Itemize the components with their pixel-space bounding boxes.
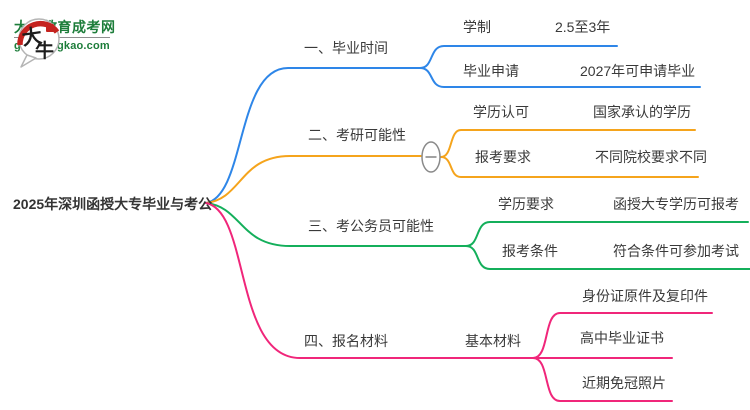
branch3-child2-key: 报考条件 (502, 243, 558, 259)
branch2-label: 二、考研可能性 (308, 127, 406, 143)
branch4-lines (205, 202, 713, 402)
branch4-item1: 身份证原件及复印件 (582, 288, 708, 304)
branch3-lines (205, 202, 750, 270)
branch1-child1-key: 学制 (463, 19, 491, 35)
branch3-child1-value: 函授大专学历可报考 (613, 196, 739, 212)
branch3-child1-key: 学历要求 (498, 196, 554, 212)
branch2-child1-line (440, 129, 696, 158)
branch4-label: 四、报名材料 (304, 333, 388, 349)
branch3-child2-value: 符合条件可参加考试 (613, 243, 739, 259)
branch1-main-line (205, 67, 421, 204)
branch3-main-line (205, 202, 467, 247)
branch1-lines (205, 45, 701, 204)
site-logo: 大 牛 大牛教育成考网 gz-chengkao.com (14, 13, 116, 68)
branch4-item3: 近期免冠照片 (582, 375, 666, 391)
branch2-child2-key: 报考要求 (475, 149, 531, 165)
branch2-lines (205, 129, 699, 204)
branch1-child2-line (419, 67, 701, 88)
branch2-child1-value: 国家承认的学历 (593, 104, 691, 120)
branch3-label: 三、考公务员可能性 (308, 218, 434, 234)
branch4-item3-line (532, 357, 673, 402)
branch4-child-key: 基本材料 (465, 333, 521, 349)
branch2-child2-value: 不同院校要求不同 (595, 149, 707, 165)
logo-red-seal (46, 24, 54, 32)
branch4-item2: 高中毕业证书 (580, 330, 664, 346)
branch1-child2-value: 2027年可申请毕业 (580, 63, 696, 79)
logo-divider (14, 37, 110, 39)
root-node: 2025年深圳函授大专毕业与考公 (13, 196, 213, 212)
branch1-child2-key: 毕业申请 (463, 63, 519, 79)
branch1-child1-value: 2.5至3年 (555, 19, 611, 35)
branch4-item1-line (532, 312, 713, 359)
logo-char-top: 大 (21, 24, 44, 50)
branch2-child2-line (440, 156, 699, 178)
branch1-label: 一、毕业时间 (304, 40, 388, 56)
collapse-button[interactable] (421, 141, 441, 173)
branch3-child2-line (465, 245, 750, 270)
daniu-logo-icon: 大 牛 (17, 18, 60, 68)
branch4-main-line (205, 202, 534, 359)
branch1-child1-line (419, 45, 618, 69)
branch2-child1-key: 学历认可 (473, 104, 529, 120)
logo-char-bottom: 牛 (35, 39, 54, 62)
branch2-main-line (205, 155, 422, 204)
branch3-child1-line (465, 221, 749, 247)
